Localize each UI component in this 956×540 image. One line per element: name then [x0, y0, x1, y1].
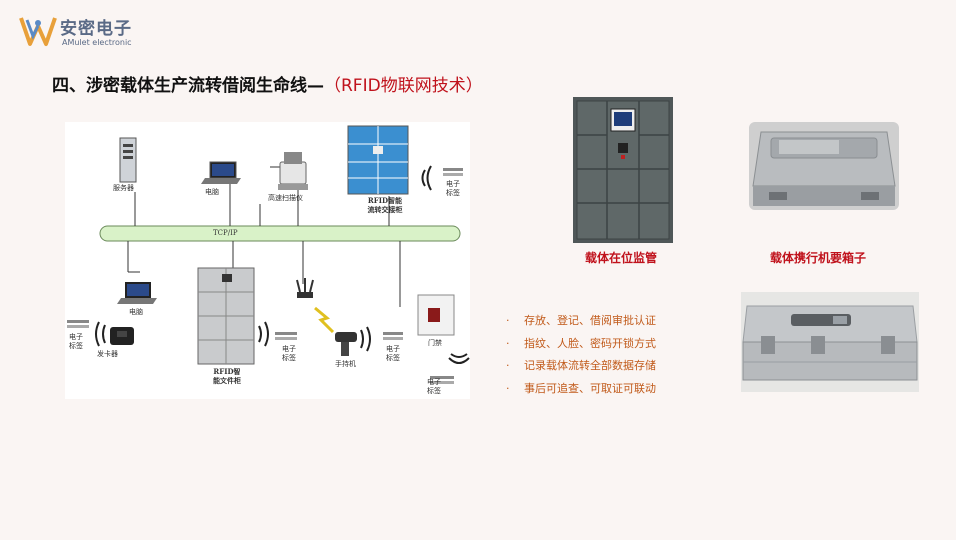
rfid-signal-icon [421, 165, 432, 191]
bullet-dot-icon: · [506, 381, 510, 395]
logo-text-cn: 安密电子 [60, 19, 132, 39]
smart-locker-photo [573, 97, 673, 243]
label-tag-hand: 电子标签 [386, 345, 400, 362]
card-issuer-icon [110, 327, 134, 345]
file-cabinet-icon [197, 267, 255, 365]
company-logo: 安密电子 AMulet electronic [18, 12, 158, 52]
wireless-link-icon [314, 306, 335, 334]
handheld-scanner-icon [335, 332, 357, 356]
briefcase-photo [749, 122, 899, 210]
bullet-dot-icon: · [506, 336, 510, 350]
antenna-icon [296, 278, 314, 298]
label-scanner: 高速扫描仪 [268, 194, 303, 202]
laptop-icon [201, 161, 241, 184]
briefcase-caption: 载体携行机要箱子 [770, 251, 867, 265]
page-title: 四、涉密载体生产流转借阅生命线—（RFID物联网技术） [52, 71, 483, 96]
label-card-issuer: 发卡器 [97, 350, 118, 358]
bullet-dot-icon: · [506, 359, 510, 372]
rfid-tag-icon [383, 332, 403, 335]
feature-item: ·记录载体流转全部数据存储 [506, 355, 656, 378]
title-main: 四、涉密载体生产流转借阅生命线— [52, 76, 324, 96]
label-file-cabinet: RFID智能文件柜 [213, 367, 241, 385]
feature-item: ·事后可追查、可取证可联动 [506, 378, 656, 401]
label-tag-mid: 电子标签 [282, 345, 296, 362]
label-server: 服务器 [113, 184, 134, 192]
label-pc-top: 电脑 [205, 188, 219, 196]
bullet-dot-icon: · [506, 314, 510, 327]
label-exchange-cabinet: RFID智能流转交接柜 [367, 196, 403, 214]
label-tag-door: 电子标签 [427, 378, 441, 395]
exchange-cabinet-icon [347, 125, 409, 195]
title-highlight: （RFID物联网技术） [324, 76, 483, 96]
scanner-icon [278, 152, 308, 190]
briefcase-lock-photo [741, 292, 919, 392]
logo-mark-icon [19, 17, 57, 46]
label-tag-left: 电子标签 [69, 333, 83, 350]
feature-list: ·存放、登记、借阅审批认证 ·指纹、人脸、密码开锁方式 ·记录载体流转全部数据存… [506, 310, 656, 400]
label-network: TCP/IP [213, 229, 238, 237]
label-pc-left: 电脑 [129, 308, 143, 316]
feature-item: ·指纹、人脸、密码开锁方式 [506, 333, 656, 356]
server-icon [119, 137, 137, 183]
laptop-icon [117, 282, 157, 304]
locker-caption: 载体在位监管 [585, 251, 658, 265]
logo-text-en: AMulet electronic [62, 38, 132, 47]
rfid-tag-icon [430, 376, 454, 379]
access-control-icon [417, 294, 455, 336]
rfid-tag-icon [275, 332, 297, 335]
diagram-graphics [67, 125, 470, 384]
rfid-system-diagram: 服务器 电脑 高速扫描仪 RFID智能流转交接柜 电子标签 TCP/IP 电脑 … [65, 122, 470, 399]
rfid-tag-icon [67, 320, 89, 323]
label-handheld: 手持机 [335, 360, 356, 368]
feature-item: ·存放、登记、借阅审批认证 [506, 310, 656, 333]
label-tag-top: 电子标签 [446, 180, 460, 197]
label-access-control: 门禁 [428, 339, 442, 347]
rfid-tag-icon [443, 168, 463, 171]
